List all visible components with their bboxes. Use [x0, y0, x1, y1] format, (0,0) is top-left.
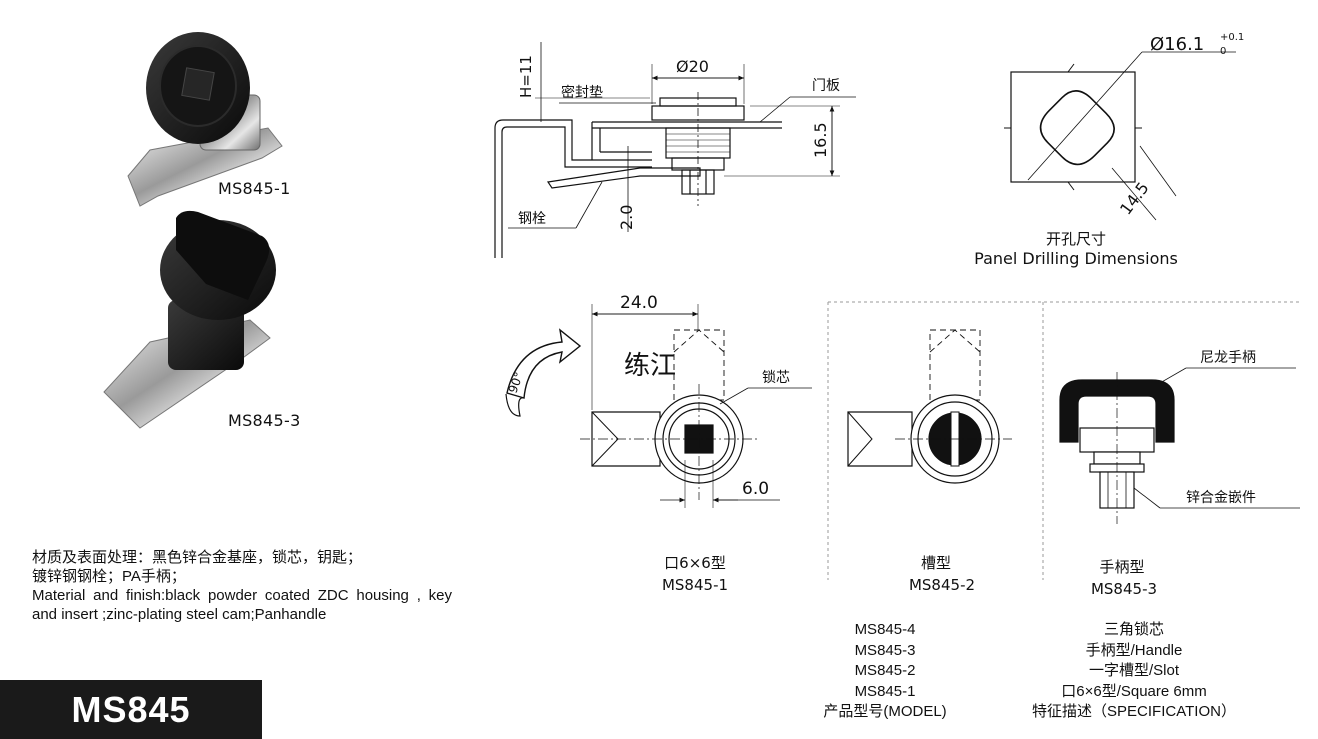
- drilling-flat-dimension: 14.5: [1116, 179, 1153, 219]
- dim-16-5: 16.5: [811, 122, 830, 158]
- drilling-diameter-dimension: Ø16.1: [1150, 34, 1204, 55]
- nylon-handle-label: 尼龙手柄: [1200, 350, 1256, 366]
- handle-type-model: MS845-3: [1091, 580, 1157, 598]
- zinc-insert-label: 锌合金嵌件: [1186, 490, 1256, 506]
- diameter-20-dimension: Ø20: [676, 57, 709, 76]
- dim-6-0: 6.0: [742, 479, 769, 499]
- material-en-text: Material and finish:black powder coated …: [32, 587, 452, 623]
- drilling-tolerance-lower: 0: [1220, 46, 1226, 57]
- steel-cam-label: 钢栓: [518, 211, 546, 227]
- front-view-square-drawing: [505, 304, 812, 508]
- panel-drilling-drawing: [1004, 51, 1236, 221]
- spec-header: 特征描述（SPECIFICATION）: [1032, 703, 1236, 720]
- spec-row: 手柄型/Handle: [1085, 641, 1183, 659]
- spec-row: 三角锁芯: [1103, 621, 1164, 638]
- model-row: MS845-3: [854, 641, 916, 659]
- material-description: 材质及表面处理：黑色锌合金基座，锁芯，钥匙； 镀锌钢钢栓；PA手柄； Mater…: [32, 548, 452, 624]
- seal-gasket-label: 密封垫: [561, 84, 603, 101]
- height-dimension: H=11: [517, 55, 535, 98]
- side-view-drawing: [494, 42, 856, 258]
- square-type-model: MS845-1: [662, 576, 728, 594]
- door-panel-label: 门板: [812, 78, 840, 94]
- slot-type-label: 槽型: [921, 554, 951, 572]
- rotation-angle: 90°: [506, 370, 526, 395]
- model-row: MS845-1: [854, 682, 916, 700]
- dim-24-0: 24.0: [620, 293, 658, 313]
- model-row: MS845-4: [854, 621, 916, 638]
- watermark: 练江: [624, 351, 676, 381]
- section-dividers: [827, 301, 1300, 580]
- drilling-tolerance-upper: +0.1: [1220, 32, 1244, 43]
- drilling-label-en: Panel Drilling Dimensions: [974, 249, 1178, 268]
- product-photo-ms845-1: [127, 32, 283, 207]
- spec-row: 一字槽型/Slot: [1088, 662, 1179, 679]
- model-banner: MS845: [0, 680, 262, 739]
- product-label-ms845-1: MS845-1: [218, 179, 291, 198]
- product-label-ms845-3: MS845-3: [228, 411, 301, 430]
- spec-column: 三角锁芯 手柄型/Handle 一字槽型/Slot 口6×6型/Square 6…: [1000, 620, 1268, 723]
- product-photo-ms845-3: [103, 210, 276, 429]
- spec-row: 口6×6型/Square 6mm: [1061, 682, 1207, 700]
- model-header: 产品型号(MODEL): [823, 703, 947, 720]
- dim-2-0: 2.0: [617, 205, 636, 230]
- model-row: MS845-2: [854, 662, 916, 679]
- slot-type-model: MS845-2: [909, 576, 975, 594]
- model-column: MS845-4 MS845-3 MS845-2 MS845-1 产品型号(MOD…: [798, 620, 972, 723]
- material-cn-line-1: 材质及表面处理：黑色锌合金基座，锁芯，钥匙；: [32, 549, 363, 566]
- material-cn-line-2: 镀锌钢钢栓；PA手柄；: [32, 568, 186, 585]
- drilling-label-cn: 开孔尺寸: [1046, 230, 1106, 248]
- handle-view-drawing: [1059, 367, 1300, 524]
- front-view-slot-drawing: [847, 329, 1012, 484]
- square-type-label: 口6×6型: [664, 554, 726, 572]
- lock-core-label: 锁芯: [762, 370, 790, 386]
- handle-type-label: 手柄型: [1099, 558, 1144, 576]
